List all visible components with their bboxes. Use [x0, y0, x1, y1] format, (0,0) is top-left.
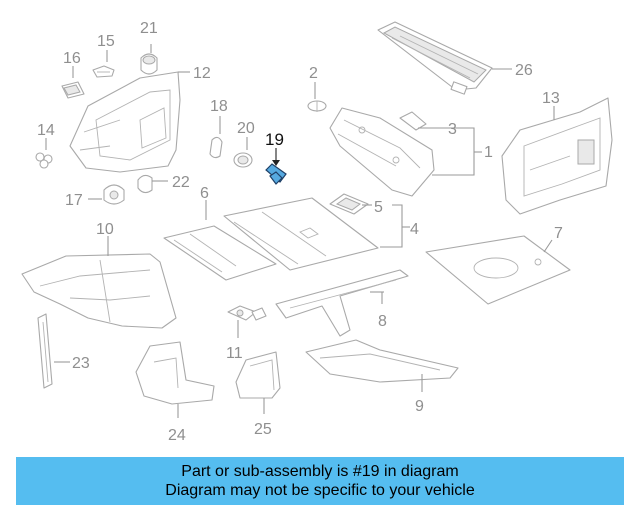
callout-4: 4 [410, 221, 419, 238]
callout-1: 1 [484, 144, 493, 161]
callout-25: 25 [254, 421, 272, 438]
caption-banner: Part or sub-assembly is #19 in diagram D… [16, 457, 624, 505]
part-6-floor-cover[interactable] [163, 225, 277, 281]
part-22-clip[interactable] [137, 174, 153, 194]
part-21-clip[interactable] [140, 53, 158, 75]
callout-26: 26 [515, 62, 533, 79]
callout-13: 13 [542, 90, 560, 107]
part-18-hook[interactable] [209, 136, 223, 159]
callout-15: 15 [97, 33, 115, 50]
part-17-clip[interactable] [103, 184, 125, 205]
parts-diagram: 26 21 15 16 12 14 17 [21, 20, 613, 444]
callout-21: 21 [140, 20, 158, 37]
part-1-rear-panel[interactable] [329, 107, 435, 197]
part-19-highlighted-clip[interactable] [265, 163, 287, 185]
part-9-lower-rail[interactable] [305, 339, 459, 383]
callout-7: 7 [554, 225, 563, 242]
part-26-cargo-cover[interactable] [377, 21, 493, 95]
part-25-panel[interactable] [235, 351, 281, 399]
part-10-floor-carpet[interactable] [21, 253, 177, 329]
part-5-tray[interactable] [329, 193, 369, 215]
callout-10: 10 [96, 221, 114, 238]
part-11b-bracket [251, 307, 267, 321]
caption-line-1: Part or sub-assembly is #19 in diagram [181, 463, 459, 480]
caption-line-2: Diagram may not be specific to your vehi… [165, 482, 475, 499]
part-4-load-floor[interactable] [223, 197, 379, 271]
callout-9: 9 [415, 398, 424, 415]
part-16-block[interactable] [61, 81, 85, 99]
part-23-vertical-strip[interactable] [37, 313, 53, 389]
callout-11: 11 [226, 345, 243, 362]
part-24-side-panel[interactable] [135, 341, 215, 405]
part-11-bracket[interactable] [227, 305, 257, 321]
part-13-right-quarter-trim[interactable] [501, 97, 613, 215]
callout-16: 16 [63, 50, 81, 67]
callout-5: 5 [374, 199, 383, 216]
part-15-bracket[interactable] [92, 65, 115, 78]
callout-23: 23 [72, 355, 90, 372]
callout-2: 2 [309, 65, 318, 82]
callout-22: 22 [172, 174, 190, 191]
callout-24: 24 [168, 427, 186, 444]
part-14-caps[interactable] [35, 152, 53, 169]
part-7-spare-wheel-mat[interactable] [425, 235, 571, 305]
part-12-left-quarter-trim[interactable] [69, 71, 181, 173]
callout-19-highlighted: 19 [265, 130, 284, 149]
part-20-grommet[interactable] [233, 152, 253, 168]
callout-17: 17 [65, 192, 83, 209]
part-8-cross-member[interactable] [275, 269, 409, 337]
callout-14: 14 [37, 122, 55, 139]
callout-12: 12 [193, 65, 211, 82]
part-2-push-clip[interactable] [307, 100, 327, 112]
callout-3: 3 [448, 121, 457, 138]
callout-20: 20 [237, 120, 255, 137]
part-3-trim-strip[interactable] [399, 111, 427, 131]
callout-6: 6 [200, 185, 209, 202]
callout-18: 18 [210, 98, 228, 115]
callout-8: 8 [378, 313, 387, 330]
